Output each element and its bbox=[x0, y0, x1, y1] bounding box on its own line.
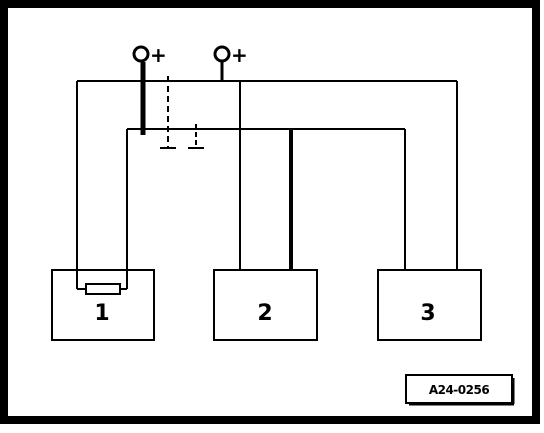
component-2-label: 2 bbox=[257, 301, 272, 326]
positive-terminal-2: + bbox=[213, 43, 248, 67]
terminal-circle-icon bbox=[213, 45, 231, 63]
positive-terminal-1: + bbox=[132, 43, 167, 67]
component-3-box bbox=[377, 269, 482, 341]
outer-frame bbox=[0, 0, 540, 424]
ground-connections bbox=[160, 76, 204, 149]
component-3: 3 bbox=[377, 269, 482, 341]
component-3-label: 3 bbox=[420, 301, 435, 326]
terminal-2-symbol: + bbox=[231, 43, 248, 67]
resistor-icon bbox=[85, 283, 121, 295]
reference-code-label: A24-0256 bbox=[429, 383, 490, 397]
top-bus-wire bbox=[76, 80, 458, 291]
second-bus-wire bbox=[126, 128, 406, 291]
reference-code: A24-0256 bbox=[405, 374, 515, 406]
component-1-box bbox=[51, 269, 155, 341]
terminal-1-symbol: + bbox=[150, 43, 167, 67]
terminal-circle-icon bbox=[132, 45, 150, 63]
component-1: 1 bbox=[51, 269, 155, 341]
component-2-box bbox=[213, 269, 318, 341]
component-1-label: 1 bbox=[94, 301, 109, 326]
component-2: 2 bbox=[213, 269, 318, 341]
